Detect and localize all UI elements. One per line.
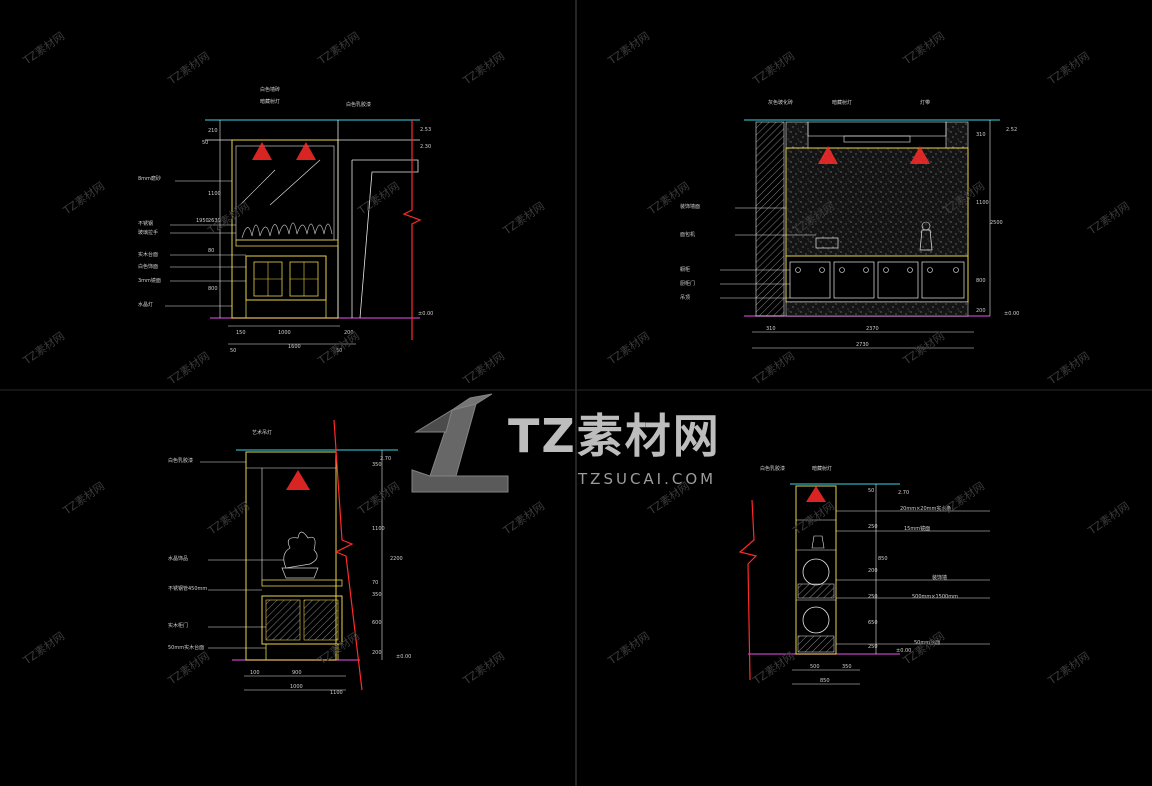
dim-tr-l0: 310 — [976, 132, 986, 138]
label-tl-6: 实木台面 — [138, 251, 158, 258]
dim-bl-b2: 1000 — [290, 684, 303, 690]
label-tl-9: 水晶灯 — [138, 301, 153, 308]
dim-tr-r1: ±0.00 — [1004, 311, 1019, 317]
dim-tl-l2: 1100 — [208, 191, 221, 197]
label-bl-0: 艺术吊灯 — [252, 429, 272, 436]
dim-br-l2: 850 — [878, 556, 888, 562]
dim-tl-b5: 50 — [336, 348, 342, 354]
dim-br-b1: 350 — [842, 664, 852, 670]
dim-bl-l0: 350 — [372, 462, 382, 468]
dim-tl-l1: 50 — [202, 140, 208, 146]
dim-tr-l4: 200 — [976, 308, 986, 314]
dim-br-l3: 200 — [868, 568, 878, 574]
dim-tl-r1: 2.30 — [420, 144, 431, 150]
dim-bl-l6: 200 — [372, 650, 382, 656]
elevation-bottom-left: 艺术吊灯 白色乳胶漆 水晶饰品 不锈钢管450mm 实木柜门 50mm实木台面 … — [168, 419, 411, 696]
dim-tl-l6: 800 — [208, 286, 218, 292]
label-tr-2: 灯带 — [920, 99, 930, 106]
dim-bl-l3: 70 — [372, 580, 378, 586]
dim-tr-b1: 2370 — [866, 326, 879, 332]
brand-logo-text: TZ素材网 — [508, 409, 721, 463]
dim-tl-l5: 80 — [208, 248, 214, 254]
dim-br-l5: 650 — [868, 620, 878, 626]
label-tl-1: 暗藏射灯 — [260, 98, 280, 105]
label-bl-4: 实木柜门 — [168, 622, 188, 629]
dim-br-b0: 500 — [810, 664, 820, 670]
dim-tr-b2: 2730 — [856, 342, 869, 348]
dim-bl-l4: 350 — [372, 592, 382, 598]
elevation-top-right: 灰色玻化砖 暗藏射灯 灯带 装饰墙面 面包机 橱柜 厨柜门 吊顶 2.52 ±0… — [680, 99, 1019, 349]
label-br-0: 白色乳胶漆 — [760, 465, 785, 472]
label-tr-3: 装饰墙面 — [680, 203, 700, 210]
dim-bl-l2: 2200 — [390, 556, 403, 562]
dim-tl-l3: 1950 — [196, 218, 209, 224]
dim-tr-b0: 310 — [766, 326, 776, 332]
dim-bl-l1: 1100 — [372, 526, 385, 532]
label-tl-8: 3mm镜面 — [138, 277, 161, 284]
label-tr-4: 面包机 — [680, 231, 695, 238]
label-tr-0: 灰色玻化砖 — [768, 99, 793, 106]
label-tr-5: 橱柜 — [680, 266, 690, 273]
label-tl-4: 不锈钢 — [138, 220, 153, 227]
elevation-bottom-right: 白色乳胶漆 暗藏射灯 20mm×20mm实木条 15mm镜面 装饰墙 500mm… — [738, 465, 990, 685]
dim-tr-l1: 1100 — [976, 200, 989, 206]
dim-tl-b0: 150 — [236, 330, 246, 336]
dim-tl-r2: ±0.00 — [418, 311, 433, 317]
label-bl-3: 不锈钢管450mm — [168, 585, 207, 592]
elevation-top-left: 白色墙砖 暗藏射灯 白色乳胶漆 8mm磨砂 不锈钢 玻璃拉手 实木台面 白色饰面… — [138, 86, 433, 354]
label-tl-2: 白色乳胶漆 — [346, 101, 371, 108]
label-tl-3: 8mm磨砂 — [138, 175, 161, 182]
label-br-6: 50mm台面 — [914, 639, 940, 646]
label-tr-6: 厨柜门 — [680, 280, 695, 287]
dim-br-l4: 250 — [868, 594, 878, 600]
label-br-2: 20mm×20mm实木条 — [900, 505, 951, 512]
label-tl-7: 白色饰面 — [138, 263, 158, 270]
dim-tr-r0: 2.52 — [1006, 127, 1017, 133]
dim-tr-l3: 800 — [976, 278, 986, 284]
label-br-3: 15mm镜面 — [904, 525, 930, 532]
dim-bl-b0: 100 — [250, 670, 260, 676]
dim-bl-b3: 1100 — [330, 690, 343, 696]
label-tr-1: 暗藏射灯 — [832, 99, 852, 106]
label-br-4: 装饰墙 — [932, 574, 947, 581]
dim-tl-r0: 2.53 — [420, 127, 431, 133]
dim-bl-r1: ±0.00 — [396, 654, 411, 660]
dim-br-b2: 850 — [820, 678, 830, 684]
dim-br-l0: 50 — [868, 488, 874, 494]
dim-tl-b3: 50 — [230, 348, 236, 354]
dim-bl-b1: 900 — [292, 670, 302, 676]
label-bl-1: 白色乳胶漆 — [168, 457, 193, 464]
dim-bl-r0: 2.70 — [380, 456, 391, 462]
dim-tl-l4: 2630 — [208, 218, 221, 224]
dim-br-l1: 250 — [868, 524, 878, 530]
dim-br-l6: 250 — [868, 644, 878, 650]
label-tl-0: 白色墙砖 — [260, 86, 280, 93]
dim-br-r1: ±0.00 — [896, 648, 911, 654]
dim-bl-l5: 600 — [372, 620, 382, 626]
dim-tr-l2: 2500 — [990, 220, 1003, 226]
dim-tl-b1: 1000 — [278, 330, 291, 336]
dim-tl-l0: 210 — [208, 128, 218, 134]
dim-tl-b4: 1600 — [288, 344, 301, 350]
label-br-5: 500mm×1500mm — [912, 594, 958, 600]
dim-br-r0: 2.70 — [898, 490, 909, 496]
label-tr-7: 吊顶 — [680, 295, 690, 301]
label-bl-2: 水晶饰品 — [168, 555, 188, 562]
dim-tl-b2: 200 — [344, 330, 354, 336]
label-bl-5: 50mm实木台面 — [168, 644, 204, 651]
tz-logo-icon — [411, 393, 509, 493]
label-tl-5: 玻璃拉手 — [138, 229, 158, 236]
brand-site-text: TZSUCAI.COM — [578, 470, 717, 488]
label-br-1: 暗藏射灯 — [812, 465, 832, 472]
